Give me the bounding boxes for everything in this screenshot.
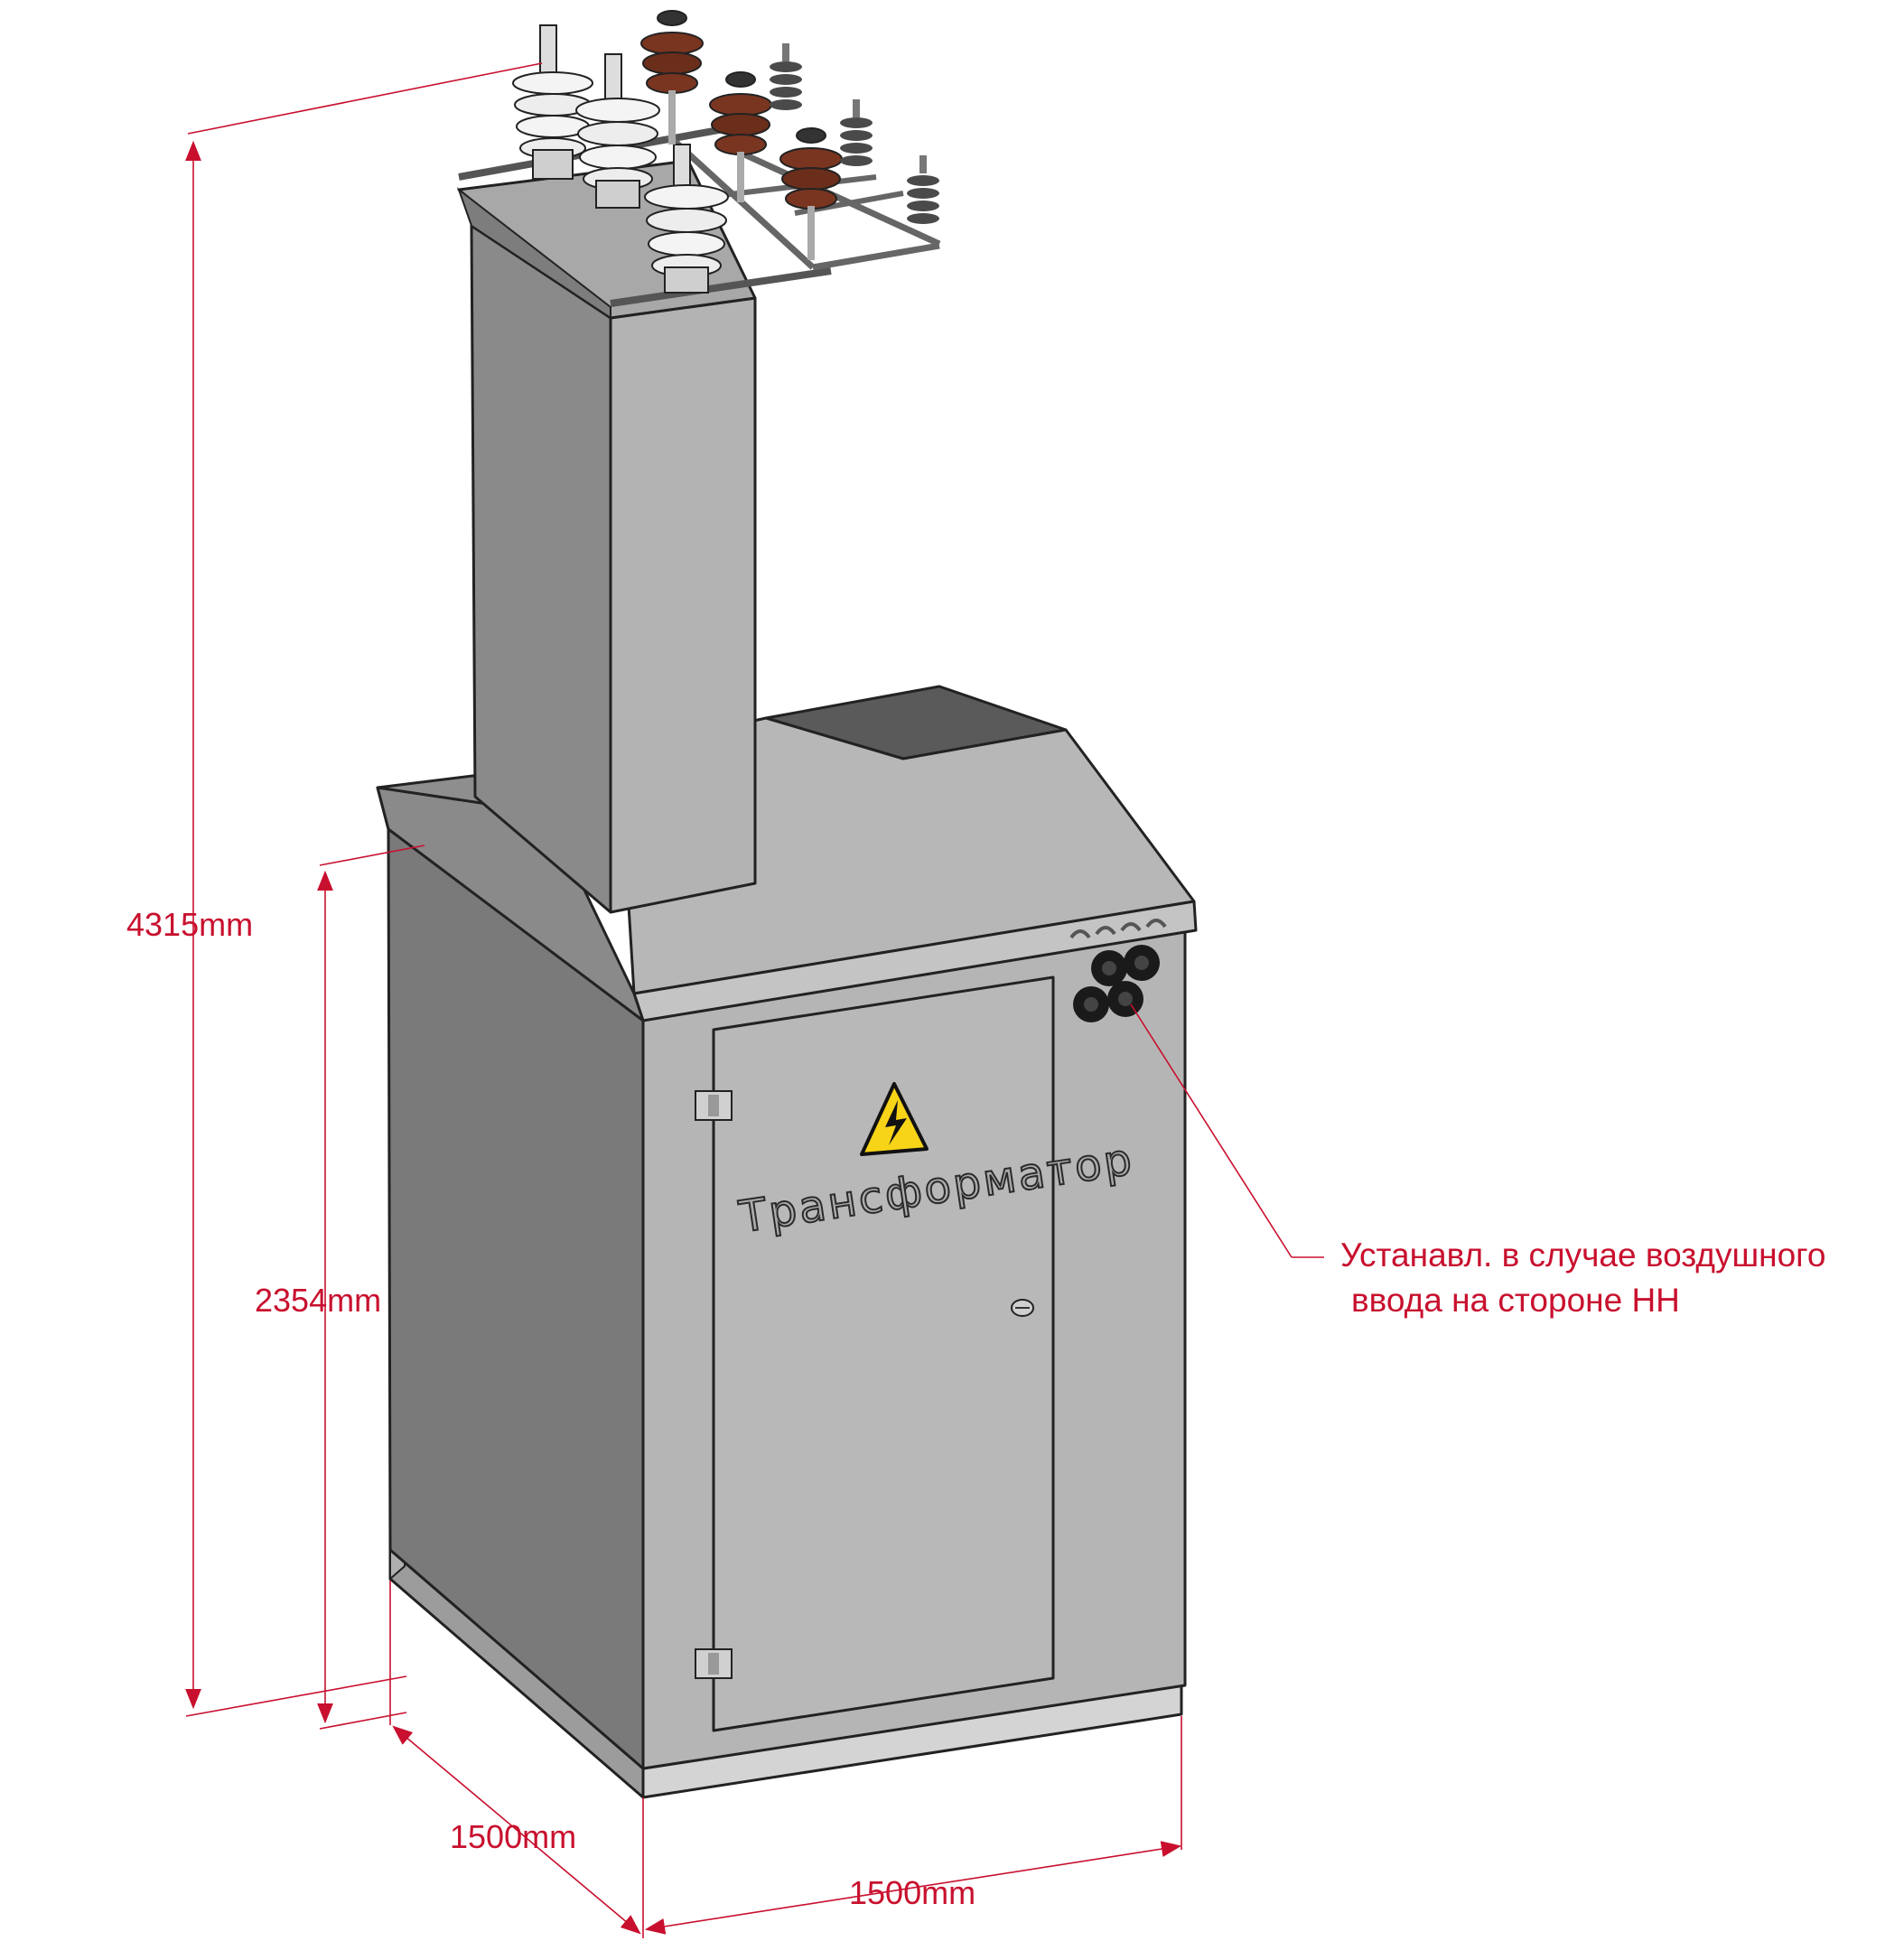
door-hinge-top [695,1090,733,1121]
white-insulator-2 [575,53,660,209]
white-insulator-3 [644,144,729,294]
door-hinge-bottom [695,1648,733,1679]
small-arrester-2 [840,99,873,166]
brown-arrester-1 [640,10,704,145]
note-line-1: Устанавл. в случае воздушного [1340,1236,1825,1274]
note-leader [1130,1003,1324,1258]
small-arrester-1 [770,43,802,110]
white-insulator-1 [512,24,593,180]
small-arrester-3 [907,155,939,224]
dimension-cabinet-height: 2354mm [255,845,425,1730]
cabinet-door[interactable]: Трансформатор [695,975,1138,1732]
high-voltage-warning-icon [860,1082,929,1156]
note-line-2: ввода на стороне НН [1351,1282,1680,1319]
dimension-width: 1500mm [644,1716,1182,1935]
dim-label-depth: 1500mm [450,1818,576,1855]
dim-label-cabinet-height: 2354mm [255,1282,381,1319]
brown-arrester-3 [779,127,843,260]
dim-label-total-height: 4315mm [126,906,253,943]
dimension-depth: 1500mm [389,1581,644,1938]
lv-air-input-note: Устанавл. в случае воздушного ввода на с… [1340,1236,1825,1319]
lv-bushings [1069,919,1167,1022]
door-lock-icon[interactable] [1011,1299,1034,1317]
dim-label-width: 1500mm [849,1874,975,1911]
dimension-total-height: 4315mm [126,62,543,1717]
brown-arrester-2 [709,71,772,202]
